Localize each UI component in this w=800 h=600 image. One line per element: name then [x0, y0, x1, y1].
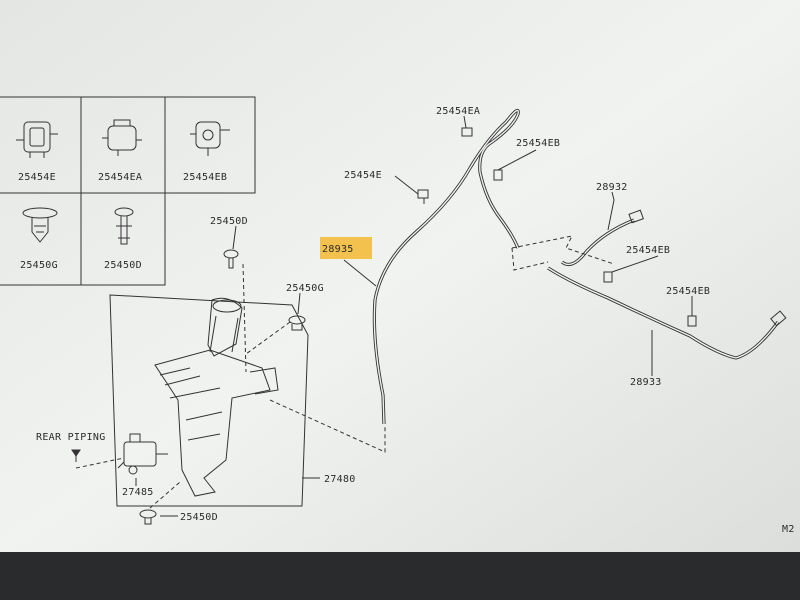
table-label-25454E: 25454E: [18, 172, 56, 183]
callout-25454EB-mid: 25454EB: [626, 245, 670, 256]
monitor-bezel: [0, 552, 800, 600]
callout-25450D-top: 25450D: [210, 216, 248, 227]
clip-25454E-icon: [16, 121, 58, 158]
callout-27480: 27480: [324, 474, 356, 485]
table-label-25450G: 25450G: [20, 260, 58, 271]
paper-background: [0, 0, 800, 552]
grommet-25450G-icon-tank: [288, 315, 306, 331]
rear-piping-label: REAR PIPING: [36, 432, 106, 443]
callout-27485: 27485: [122, 487, 154, 498]
callout-25454EA: 25454EA: [436, 106, 480, 117]
clip-25450D-top-icon: [223, 249, 239, 269]
callout-28933: 28933: [630, 377, 662, 388]
clip-25454EB-hose-icon: [493, 169, 503, 181]
highlight-28935: [320, 237, 372, 259]
callout-labels: 25450D 25450G 25454E 28935 25454EA 25454…: [36, 106, 795, 535]
parts-table: 25454E 25454EA 25454EB 25450G 25450D: [0, 96, 256, 286]
callout-28932: 28932: [596, 182, 628, 193]
clip-25454EB-icon: [190, 121, 230, 156]
callout-25454E: 25454E: [344, 170, 382, 181]
callout-25450G: 25450G: [286, 283, 324, 294]
clip-25454EB-mid-hose-icon: [603, 271, 613, 283]
washer-hoses: [343, 108, 787, 425]
page-code: M2: [782, 524, 795, 535]
washer-pump-27485-icon: [117, 433, 168, 475]
clip-25454E-hose-icon: [417, 189, 429, 204]
callout-25450D-bottom: 25450D: [180, 512, 218, 523]
clip-25454EB-right-hose-icon: [687, 315, 697, 327]
callout-25454EB-top: 25454EB: [516, 138, 560, 149]
clip-25450D-icon: [114, 207, 134, 245]
callout-25454EB-right: 25454EB: [666, 286, 710, 297]
clip-25450D-bottom-icon: [139, 509, 157, 525]
rear-piping-arrow-icon: [71, 449, 81, 462]
table-label-25454EA: 25454EA: [98, 172, 142, 183]
callout-28935: 28935: [322, 244, 354, 255]
clip-25454EA-icon: [102, 119, 142, 156]
table-label-25454EB: 25454EB: [183, 172, 227, 183]
washer-tank-27480: [71, 225, 386, 525]
clip-25454EA-hose-icon: [461, 127, 473, 137]
grommet-25450G-icon: [22, 207, 58, 243]
table-label-25450D: 25450D: [104, 260, 142, 271]
